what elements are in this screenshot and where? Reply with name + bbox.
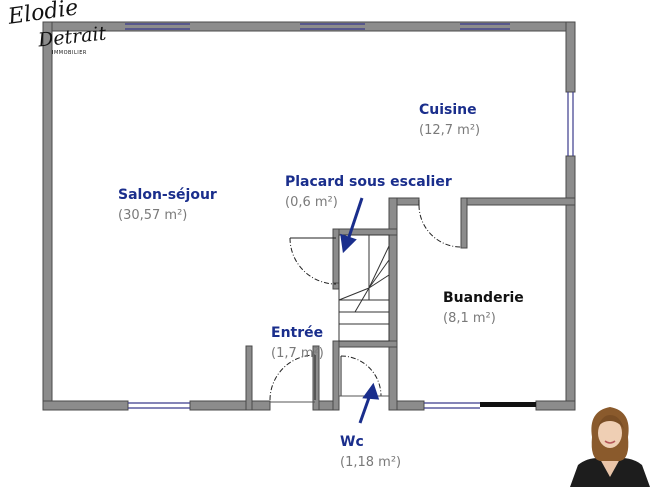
brand-subtitle: IMMOBILIER <box>52 50 87 56</box>
brand-logo: Elodie Detrait IMMOBILIER <box>2 0 112 62</box>
staircase <box>338 234 390 342</box>
wall-buanderie-top <box>460 197 576 206</box>
placard-name: Placard sous escalier <box>285 174 452 190</box>
wall-bottom-2 <box>189 400 271 411</box>
arrow-placard-head <box>340 233 357 254</box>
buanderie-name: Buanderie <box>443 290 524 306</box>
entree-area: (1,7 m²) <box>271 346 324 361</box>
wall-bottom-1 <box>42 400 129 411</box>
wall-right-upper <box>565 21 576 93</box>
wall-left <box>42 21 53 411</box>
cuisine-area: (12,7 m²) <box>419 123 480 138</box>
wall-entree-left <box>245 345 253 411</box>
arrow-placard <box>346 197 364 241</box>
doors <box>269 200 462 401</box>
interior-walls <box>245 197 576 411</box>
windows <box>125 23 574 409</box>
wall-buanderie-door-jamb <box>460 197 468 249</box>
room-labels: Cuisine (12,7 m²) Salon-séjour (30,57 m²… <box>118 102 524 470</box>
entree-name: Entrée <box>271 325 323 341</box>
wc-area: (1,18 m²) <box>340 455 401 470</box>
placard-area: (0,6 m²) <box>285 195 338 210</box>
wall-top <box>42 21 576 32</box>
arrow-wc-head <box>362 382 380 400</box>
door-placard <box>289 237 337 285</box>
door-wc <box>340 355 382 397</box>
brand-name-line2: Detrait <box>37 22 108 52</box>
wall-entree-right <box>312 345 320 411</box>
buanderie-area: (8,1 m²) <box>443 311 496 326</box>
wall-wc-left <box>332 340 340 411</box>
wall-stair-top <box>332 228 398 236</box>
annotation-arrows <box>340 197 380 424</box>
agent-portrait <box>570 407 650 487</box>
door-entree <box>269 354 316 401</box>
cuisine-name: Cuisine <box>419 102 477 118</box>
wall-right-lower <box>565 155 576 411</box>
salon-name: Salon-séjour <box>118 187 217 203</box>
door-buanderie <box>418 204 462 248</box>
wc-name: Wc <box>340 434 364 450</box>
wall-wc-top <box>332 340 398 348</box>
bottom-dark-segment <box>480 402 536 407</box>
salon-area: (30,57 m²) <box>118 208 187 223</box>
outer-walls <box>42 21 576 411</box>
